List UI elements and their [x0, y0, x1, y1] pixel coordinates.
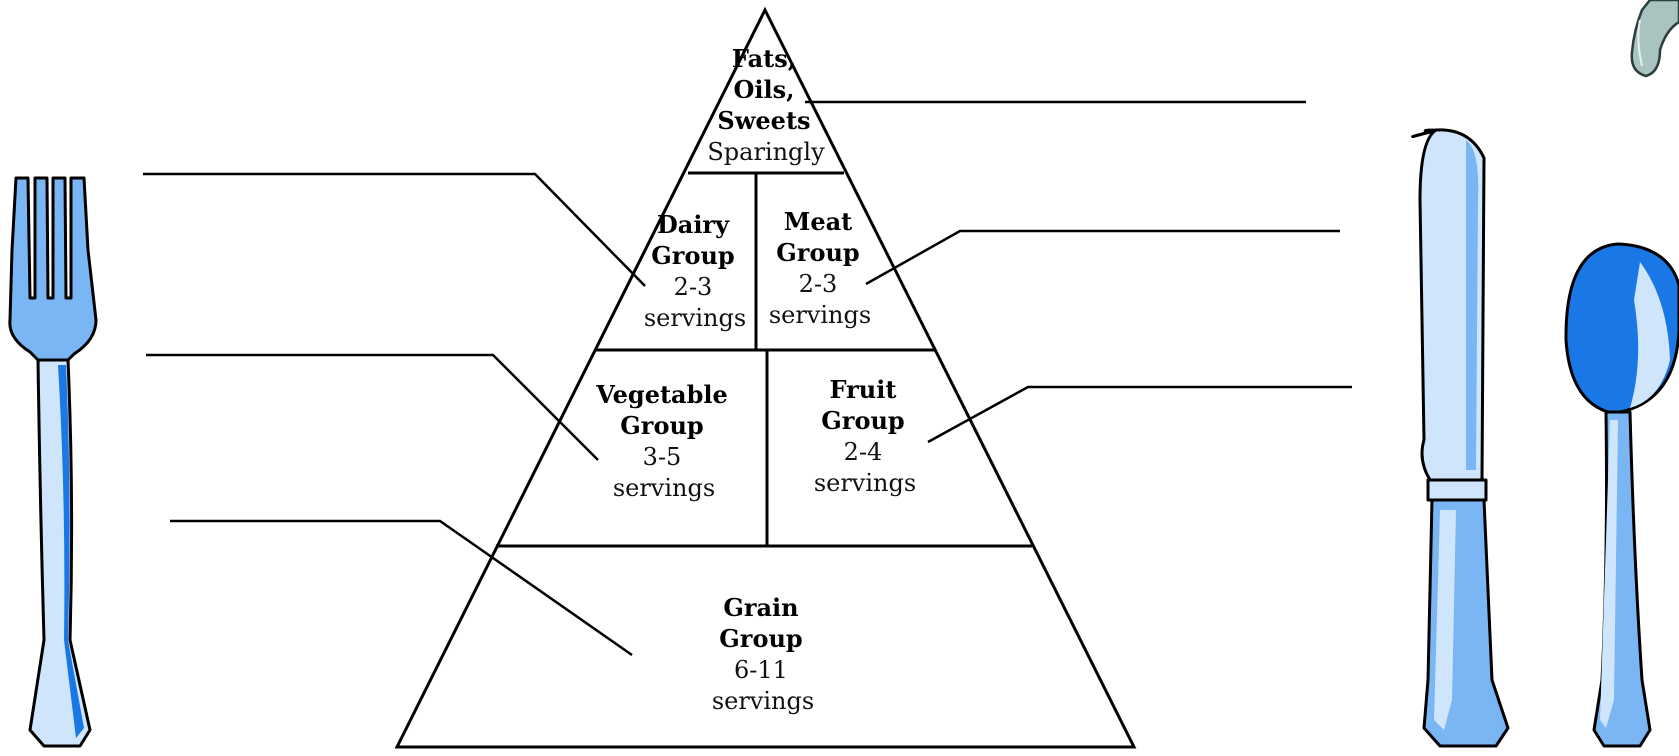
fork-tines: [8, 176, 98, 362]
fork-icon: [8, 176, 98, 748]
leader-lines: [143, 100, 1352, 657]
drop-shape: [1630, 0, 1679, 78]
knife-handle-highlight: [1434, 510, 1456, 730]
label-meat-group: Meat Group 2-3 servings: [769, 207, 871, 329]
spoon-handle-highlight: [1600, 420, 1618, 728]
pyramid: [394, 6, 1137, 749]
leader-line-fruit: [927, 385, 1352, 444]
label-dairy-group: Dairy Group 2-3 servings: [644, 210, 746, 332]
leader-line-vegetable: [146, 353, 599, 461]
leader-line-grain: [170, 519, 633, 657]
label-vegetable-group: Vegetable Group 3-5 servings: [595, 380, 732, 502]
drop-icon: [1630, 0, 1679, 78]
knife-blade-shade: [1466, 140, 1479, 470]
spoon-bowl-highlight: [1630, 262, 1670, 408]
pyramid-outline: [394, 6, 1137, 749]
knife-bolster: [1426, 478, 1488, 502]
spoon-icon: [1564, 242, 1679, 748]
label-fats-oils-sweets: Fats, Oils, Sweets Sparingly: [707, 44, 825, 166]
label-fruit-group: Fruit Group 2-4 servings: [814, 375, 916, 497]
leader-line-meat: [865, 229, 1340, 286]
label-grain-group: Grain Group 6-11 servings: [712, 593, 814, 715]
leader-line-dairy: [143, 172, 646, 287]
fork-handle-shade: [58, 365, 84, 738]
drop-shine: [1637, 19, 1643, 67]
fork-handle: [28, 358, 92, 748]
knife-icon: [1411, 128, 1510, 748]
